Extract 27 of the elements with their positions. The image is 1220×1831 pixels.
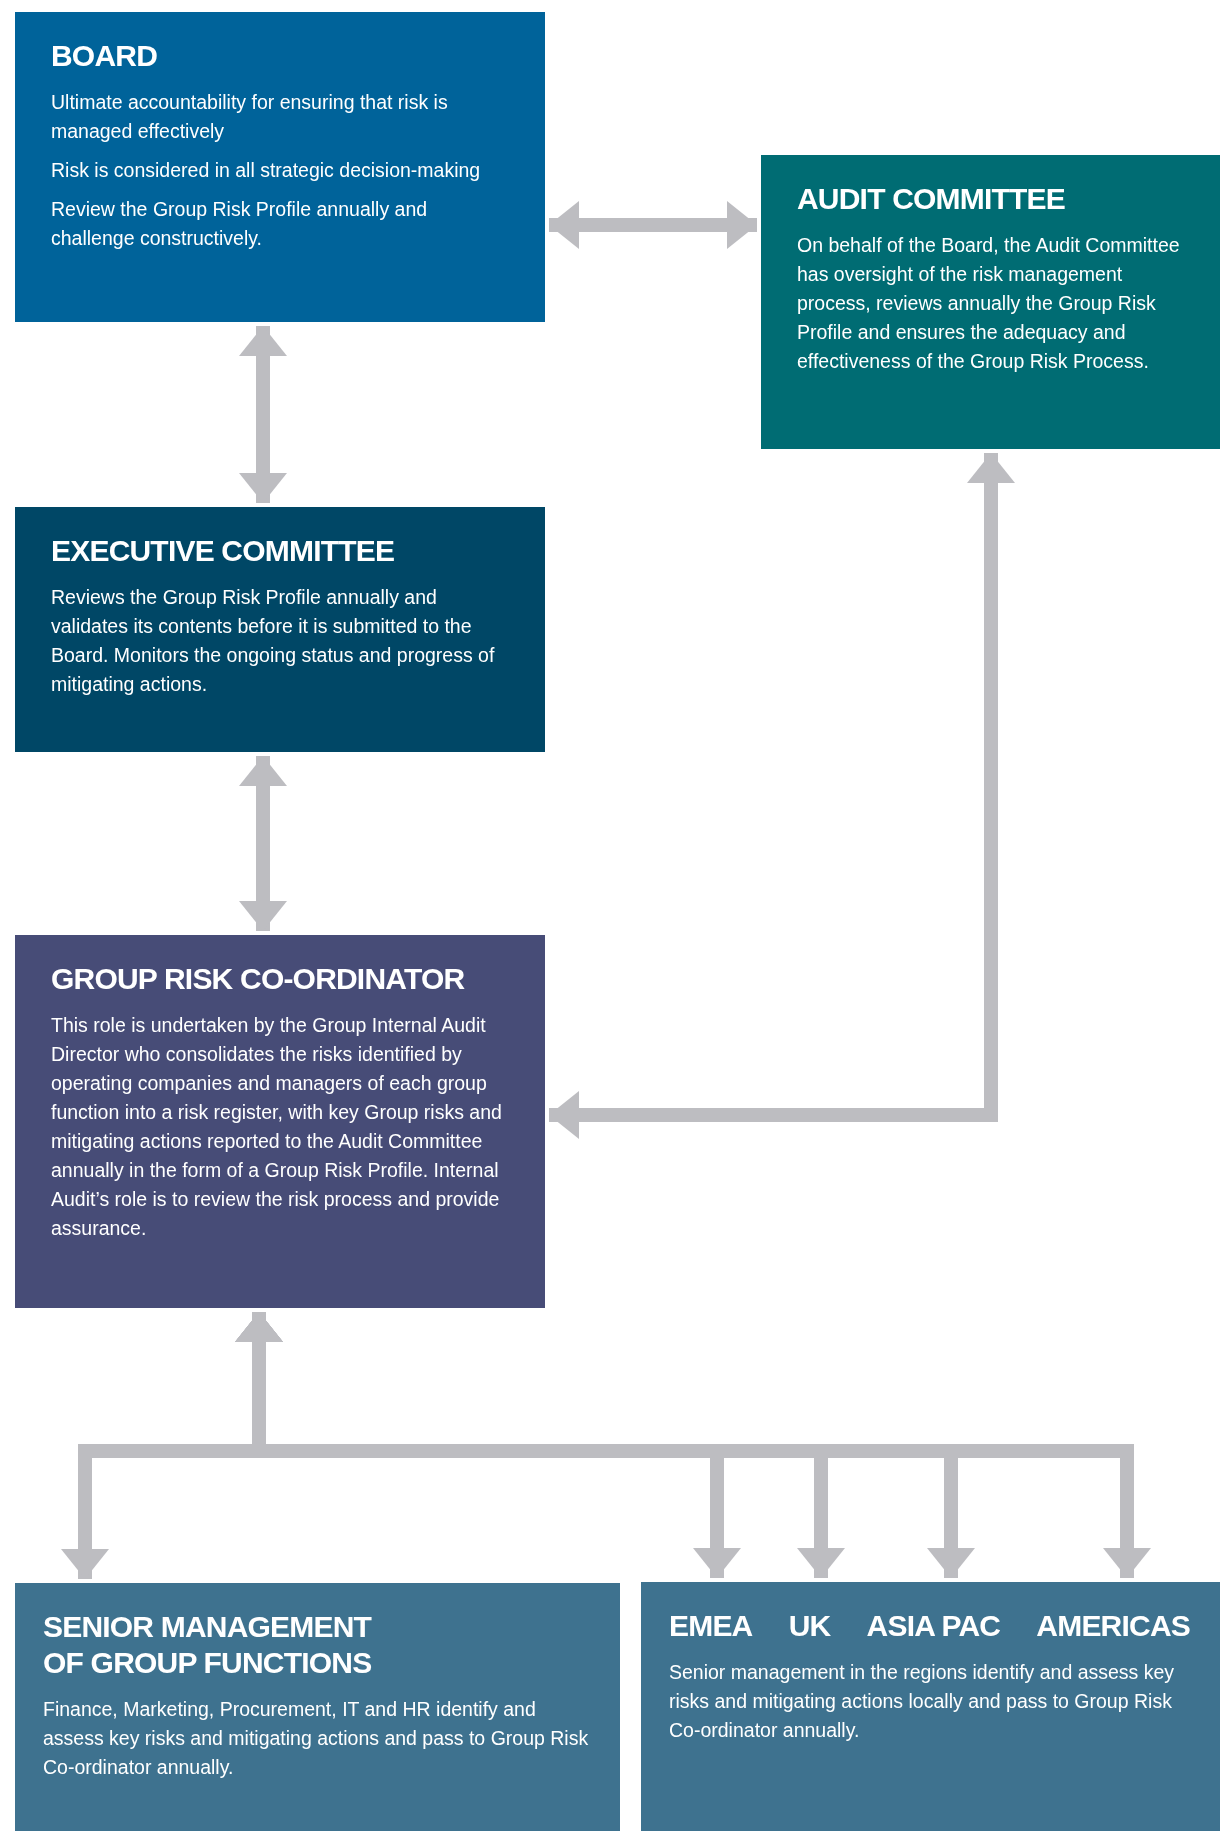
committee-box	[641, 1582, 1220, 1831]
committee-box	[15, 1583, 620, 1831]
committee-box	[761, 155, 1220, 449]
box-heading: SENIOR MANAGEMENT OF GROUP FUNCTIONS	[43, 1609, 373, 1681]
box-description: Reviews the Group Risk Profile annually and validates its contents before it is submitted to the Board. Monitors the ongoing status and progress of mitigating actions.	[51, 585, 496, 697]
region-heading: ASIA PAC	[866, 1608, 1001, 1644]
box-description: Review the Group Risk Profile annually and challenge constructively.	[51, 197, 429, 251]
box-description: Ultimate accountability for ensuring that risk is managed effectively	[51, 90, 449, 144]
box-heading: EXECUTIVE COMMITTEE	[51, 533, 396, 569]
box-description: Risk is considered in all strategic decision-making	[51, 158, 482, 183]
committee-box	[15, 12, 545, 322]
box-description: Senior management in the regions identify and assess key risks and mitigating actions locally and pass to Group Risk Co-ordinator annually.	[669, 1660, 1176, 1743]
committee-box	[15, 935, 545, 1308]
double-arrow	[549, 201, 757, 249]
box-heading: GROUP RISK CO-ORDINATOR	[51, 961, 466, 997]
box-heading: AUDIT COMMITTEE	[797, 181, 1066, 217]
double-arrow	[549, 453, 1015, 1139]
region-heading: AMERICAS	[1036, 1608, 1190, 1644]
box-description: This role is undertaken by the Group Internal Audit Director who consolidates the risks identified by operating companies and managers of each group function into a risk register, with key Group risks and mitigating actions reported to the Audit Committee annually in the form of a Group Risk Profile. Internal Audit’s role is to review the risk process and provide assurance.	[51, 1013, 503, 1241]
box-heading: BOARD	[51, 38, 158, 74]
double-arrow	[239, 326, 287, 503]
double-arrow	[239, 756, 287, 931]
region-heading: UK	[788, 1608, 831, 1644]
box-description: On behalf of the Board, the Audit Committee has oversight of the risk management process, reviews annually the Group Risk Profile and ensures the adequacy and effectiveness of the Group Risk Process.	[797, 233, 1181, 374]
committee-box	[15, 507, 545, 752]
region-heading: EMEA	[669, 1608, 753, 1644]
box-description: Finance, Marketing, Procurement, IT and HR identify and assess key risks and mitigating actions and pass to Group Risk Co-ordinator annually.	[43, 1697, 590, 1780]
